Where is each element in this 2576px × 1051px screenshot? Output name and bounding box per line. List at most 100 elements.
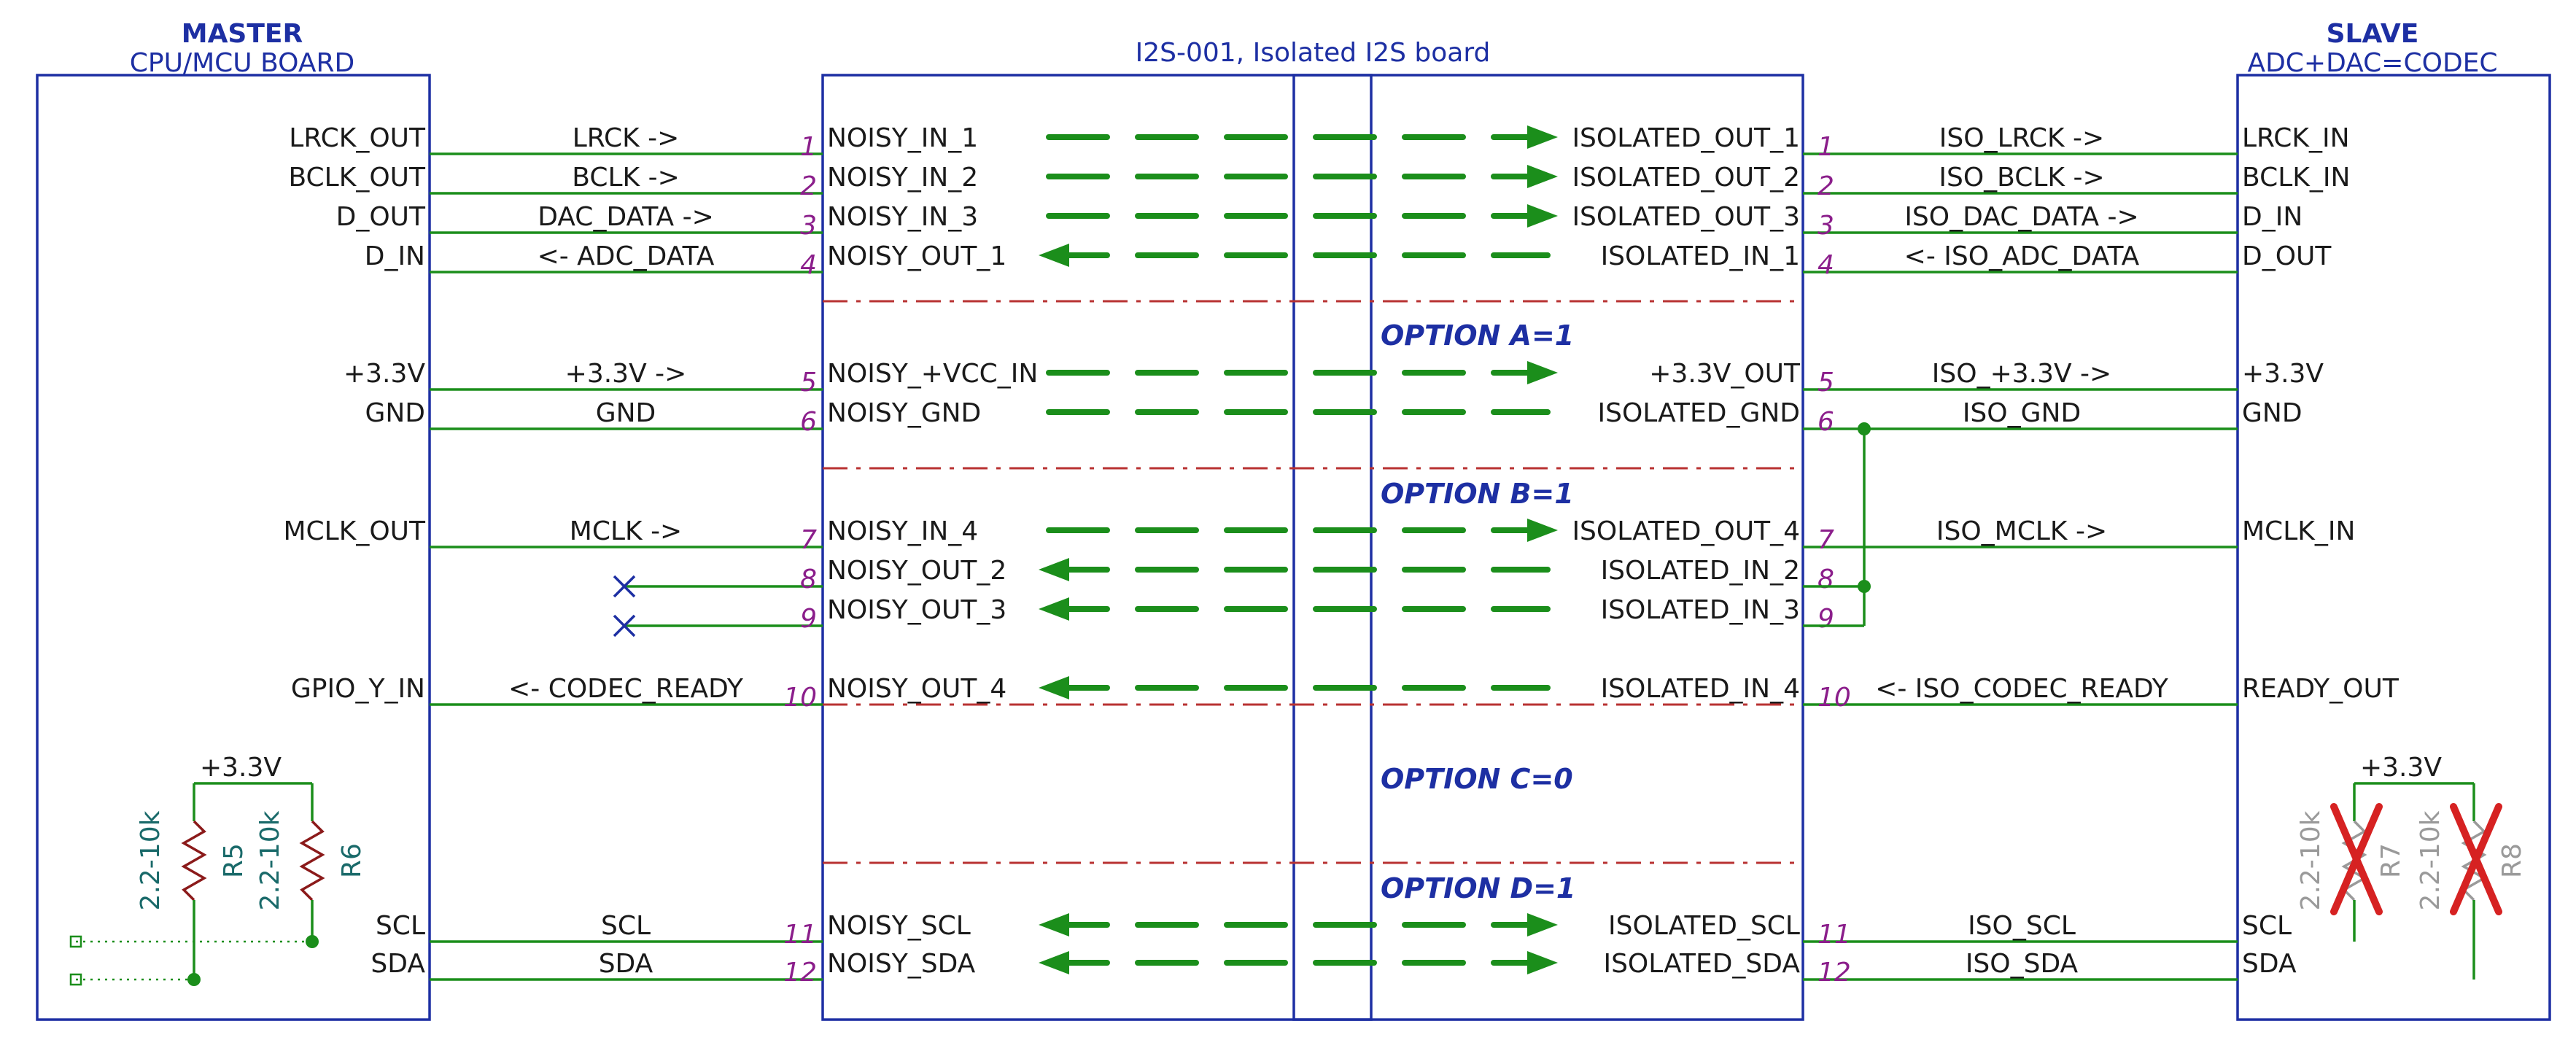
slave-pin-label: BCLK_IN bbox=[2242, 163, 2350, 193]
noisy-pin-label: NOISY_IN_1 bbox=[827, 123, 978, 153]
not-fitted-x-icon bbox=[2450, 803, 2502, 915]
pin-number: 2 bbox=[800, 171, 817, 201]
isolated-pin-label: ISOLATED_GND bbox=[1597, 398, 1800, 428]
iso-pin-number: 4 bbox=[1817, 250, 1834, 280]
noisy-pin-label: NOISY_IN_4 bbox=[827, 516, 978, 546]
iso-pin-number: 2 bbox=[1817, 171, 1834, 201]
noisy-pin-label: NOISY_OUT_3 bbox=[827, 595, 1006, 625]
master-pin-label: GPIO_Y_IN bbox=[291, 674, 425, 704]
isolated-pin-label: ISOLATED_IN_2 bbox=[1601, 556, 1800, 586]
pin-number: 3 bbox=[800, 211, 817, 241]
r6-ref: R6 bbox=[337, 843, 367, 878]
iso-pin-number: 11 bbox=[1817, 920, 1851, 950]
net-label: DAC_DATA -> bbox=[538, 202, 714, 232]
r7-value: 2.2-10k bbox=[2296, 810, 2326, 910]
pin-number: 11 bbox=[783, 920, 817, 950]
iso-pin-number: 3 bbox=[1817, 211, 1834, 241]
pin-number: 1 bbox=[800, 132, 817, 162]
master-pullups: +3.3V 2.2-10k R5 2.2-10k R6 bbox=[69, 753, 367, 986]
slave-pin-label: SDA bbox=[2242, 949, 2297, 979]
slave-subtitle: ADC+DAC=CODEC bbox=[2247, 48, 2497, 78]
extra-wiring bbox=[613, 422, 1871, 637]
slave-pin-label: SCL bbox=[2242, 911, 2292, 941]
slave-pullups: +3.3V 2.2-10k R7 2.2-10k R8 bbox=[2296, 753, 2527, 980]
junction-dot bbox=[1858, 422, 1871, 435]
arrow-left-icon bbox=[1039, 951, 1069, 974]
master-pin-label: D_IN bbox=[365, 241, 425, 271]
isolated-pin-label: ISOLATED_IN_3 bbox=[1601, 595, 1800, 625]
net-label: SDA bbox=[599, 949, 653, 979]
isolator-board: I2S-001, Isolated I2S board bbox=[821, 38, 1804, 1021]
r5-value: 2.2-10k bbox=[136, 810, 166, 910]
pin-number: 9 bbox=[800, 604, 817, 634]
iso-pin-number: 9 bbox=[1817, 604, 1834, 634]
arrow-right-icon bbox=[1527, 519, 1558, 542]
arrow-right-icon bbox=[1527, 204, 1558, 228]
isolated-pin-label: ISOLATED_OUT_3 bbox=[1572, 202, 1800, 232]
master-pullup-rail-label: +3.3V bbox=[200, 753, 282, 783]
iso-pin-number: 1 bbox=[1817, 132, 1834, 162]
noisy-pin-label: NOISY_OUT_4 bbox=[827, 674, 1006, 704]
junction-dot bbox=[306, 935, 319, 948]
noisy-pin-label: NOISY_SCL bbox=[827, 911, 971, 941]
iso-net-label: ISO_+3.3V -> bbox=[1932, 359, 2111, 389]
no-connect-icon bbox=[613, 614, 636, 637]
master-pin-label: MCLK_OUT bbox=[283, 516, 426, 546]
net-label: GND bbox=[596, 398, 656, 428]
isolated-pin-label: +3.3V_OUT bbox=[1649, 359, 1801, 389]
pin-number: 6 bbox=[800, 407, 817, 437]
arrow-left-icon bbox=[1039, 558, 1069, 581]
slave-title: SLAVE bbox=[2327, 19, 2419, 49]
arrow-left-icon bbox=[1039, 676, 1069, 699]
arrow-left-icon bbox=[1039, 913, 1069, 936]
net-label: LRCK -> bbox=[573, 123, 680, 153]
offsheet-connector-icon bbox=[69, 935, 82, 948]
pin-number: 5 bbox=[800, 368, 817, 397]
r7-ref: R7 bbox=[2376, 843, 2406, 878]
resistor-r6-icon bbox=[299, 820, 325, 901]
master-pin-label: BCLK_OUT bbox=[288, 163, 426, 193]
arrow-right-icon bbox=[1527, 913, 1558, 936]
net-label: +3.3V -> bbox=[565, 359, 687, 389]
master-board: MASTER CPU/MCU BOARD bbox=[36, 19, 431, 1021]
option-b-label: OPTION B=1 bbox=[1381, 478, 1574, 510]
iso-net-label: ISO_SDA bbox=[1966, 949, 2079, 979]
slave-pin-label: MCLK_IN bbox=[2242, 516, 2355, 546]
slave-pin-label: LRCK_IN bbox=[2242, 123, 2350, 153]
net-label: <- CODEC_READY bbox=[508, 674, 744, 704]
master-pin-label: SCL bbox=[376, 911, 425, 941]
pin-number: 12 bbox=[783, 958, 817, 988]
master-pin-label: +3.3V bbox=[344, 359, 425, 389]
iso-net-label: <- ISO_CODEC_READY bbox=[1875, 674, 2169, 704]
isolated-pin-label: ISOLATED_IN_4 bbox=[1601, 674, 1800, 704]
pin-number: 8 bbox=[800, 565, 817, 594]
slave-pin-label: +3.3V bbox=[2242, 359, 2324, 389]
iso-pin-number: 7 bbox=[1817, 525, 1834, 555]
iso-net-label: <- ISO_ADC_DATA bbox=[1904, 241, 2140, 271]
pin-number: 10 bbox=[783, 683, 817, 713]
master-pin-label: GND bbox=[365, 398, 425, 428]
option-c-label: OPTION C=0 bbox=[1381, 763, 1573, 795]
master-title: MASTER bbox=[182, 19, 303, 49]
noisy-pin-label: NOISY_OUT_1 bbox=[827, 241, 1006, 271]
master-pin-label: LRCK_OUT bbox=[289, 123, 426, 153]
iso-net-label: ISO_MCLK -> bbox=[1936, 516, 2107, 546]
master-pin-label: D_OUT bbox=[336, 202, 426, 232]
isolated-pin-label: ISOLATED_SCL bbox=[1608, 911, 1800, 941]
noisy-pin-label: NOISY_SDA bbox=[827, 949, 976, 979]
master-subtitle: CPU/MCU BOARD bbox=[130, 48, 354, 78]
slave-pullup-rail-label: +3.3V bbox=[2360, 753, 2442, 783]
r5-ref: R5 bbox=[219, 843, 249, 878]
slave-pin-label: READY_OUT bbox=[2242, 674, 2400, 704]
option-a-label: OPTION A=1 bbox=[1381, 319, 1574, 352]
net-label: <- ADC_DATA bbox=[538, 241, 715, 271]
iso-pin-number: 5 bbox=[1817, 368, 1834, 397]
r6-value: 2.2-10k bbox=[255, 810, 285, 910]
r8-ref: R8 bbox=[2497, 843, 2527, 878]
iso-pin-number: 8 bbox=[1817, 565, 1834, 594]
pin-number: 7 bbox=[800, 525, 817, 555]
net-label: SCL bbox=[601, 911, 651, 941]
iso-net-label: ISO_DAC_DATA -> bbox=[1904, 202, 2138, 232]
arrow-left-icon bbox=[1039, 597, 1069, 621]
